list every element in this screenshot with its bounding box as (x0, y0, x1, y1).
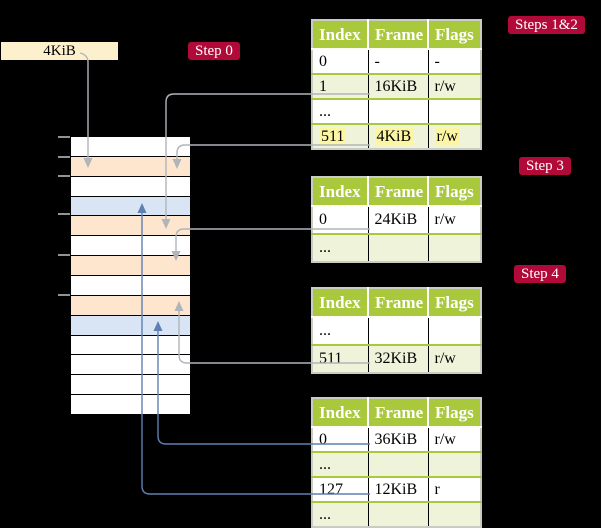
memory-tick (58, 136, 70, 138)
cell-index: 0 (312, 426, 369, 452)
table-row: 0 24KiB r/w (312, 205, 481, 234)
memory-row-white (71, 137, 190, 156)
memory-tick (58, 156, 70, 158)
cell-flags (428, 501, 481, 527)
badge-step-3: Step 3 (519, 157, 571, 175)
cell-frame: 16KiB (368, 73, 429, 99)
memory-row-white (71, 394, 190, 415)
memory-row-peach (71, 155, 190, 176)
memory-row-white (71, 235, 190, 256)
column-header-frame: Frame (368, 398, 429, 428)
cell-frame (368, 233, 429, 262)
cell-index: 511 (312, 123, 369, 149)
table-row: ... (312, 451, 481, 477)
cell-frame: 12KiB (368, 476, 429, 502)
cell-frame: 24KiB (368, 205, 429, 234)
column-header-frame: Frame (368, 20, 429, 50)
cell-index: ... (312, 233, 369, 262)
cell-frame (368, 98, 429, 124)
cell-index: 127 (312, 476, 369, 502)
cell-index: ... (312, 316, 369, 345)
table-row: 0 36KiB r/w (312, 426, 481, 452)
cell-flags (428, 233, 481, 262)
cell-flags: r/w (428, 73, 481, 99)
highlight: 4KiB (374, 127, 414, 145)
cell-flags: r/w (428, 426, 481, 452)
memory-row-white (71, 354, 190, 375)
memory-tick (58, 213, 70, 215)
memory-tick (58, 254, 70, 256)
memory-row-peach (71, 255, 190, 276)
page-table-steps-1-2: Index Frame Flags 0 - - 1 16KiB r/w ... (311, 19, 482, 150)
cell-index: ... (312, 451, 369, 477)
table-row-highlighted: 511 4KiB r/w (312, 123, 481, 149)
table-header-row: Index Frame Flags (312, 288, 481, 318)
table-row: 511 32KiB r/w (312, 344, 481, 373)
cell-index: 0 (312, 205, 369, 234)
column-header-flags: Flags (428, 398, 481, 428)
column-header-flags: Flags (428, 20, 481, 50)
highlight: r/w (434, 127, 460, 145)
cell-index: ... (312, 98, 369, 124)
memory-row-white (71, 334, 190, 355)
cell-flags: r/w (428, 344, 481, 373)
cell-flags: r (428, 476, 481, 502)
memory-row-peach (71, 294, 190, 315)
cell-index: 0 (312, 48, 369, 74)
cell-flags: r/w (428, 205, 481, 234)
cell-frame: 32KiB (368, 344, 429, 373)
cell-frame: 4KiB (368, 123, 429, 149)
column-header-frame: Frame (368, 288, 429, 318)
memory-row-white (71, 275, 190, 295)
column-header-flags: Flags (428, 177, 481, 207)
memory-tick (58, 294, 70, 296)
column-header-frame: Frame (368, 177, 429, 207)
column-header-index: Index (312, 20, 369, 50)
cell-flags (428, 98, 481, 124)
cell-index: 511 (312, 344, 369, 373)
memory-row-blue (71, 195, 190, 216)
column-header-index: Index (312, 398, 369, 428)
memory-row-blue (71, 314, 190, 335)
badge-steps-1-2: Steps 1&2 (508, 16, 585, 34)
column-header-index: Index (312, 288, 369, 318)
badge-step-0: Step 0 (188, 42, 240, 60)
cell-flags: r/w (428, 123, 481, 149)
memory-tick (58, 175, 70, 177)
physical-memory-column (71, 137, 190, 415)
cell-frame (368, 501, 429, 527)
memory-row-peach (71, 215, 190, 236)
cell-flags (428, 316, 481, 345)
cell-frame (368, 451, 429, 477)
table-row: 0 - - (312, 48, 481, 74)
table-header-row: Index Frame Flags (312, 398, 481, 428)
table-header-row: Index Frame Flags (312, 20, 481, 50)
badge-step-4: Step 4 (514, 265, 566, 283)
table-header-row: Index Frame Flags (312, 177, 481, 207)
table-row: ... (312, 233, 481, 262)
column-header-index: Index (312, 177, 369, 207)
table-row: ... (312, 98, 481, 124)
cell-frame: - (368, 48, 429, 74)
cell-index: 1 (312, 73, 369, 99)
table-row: 127 12KiB r (312, 476, 481, 502)
cell-index: ... (312, 501, 369, 527)
page-table-step-4: Index Frame Flags ... 511 32KiB r/w (311, 287, 482, 374)
memory-row-white (71, 175, 190, 196)
cell-flags: - (428, 48, 481, 74)
highlight: 511 (319, 127, 347, 145)
column-header-flags: Flags (428, 288, 481, 318)
frame-address-label: 4KiB (1, 42, 118, 60)
cell-frame (368, 316, 429, 345)
page-table-step-3: Index Frame Flags 0 24KiB r/w ... (311, 176, 482, 263)
cell-flags (428, 451, 481, 477)
cell-frame: 36KiB (368, 426, 429, 452)
memory-row-white (71, 374, 190, 395)
page-table-final: Index Frame Flags 0 36KiB r/w ... 127 12… (311, 397, 482, 528)
table-row: ... (312, 501, 481, 527)
table-row: ... (312, 316, 481, 345)
table-row: 1 16KiB r/w (312, 73, 481, 99)
